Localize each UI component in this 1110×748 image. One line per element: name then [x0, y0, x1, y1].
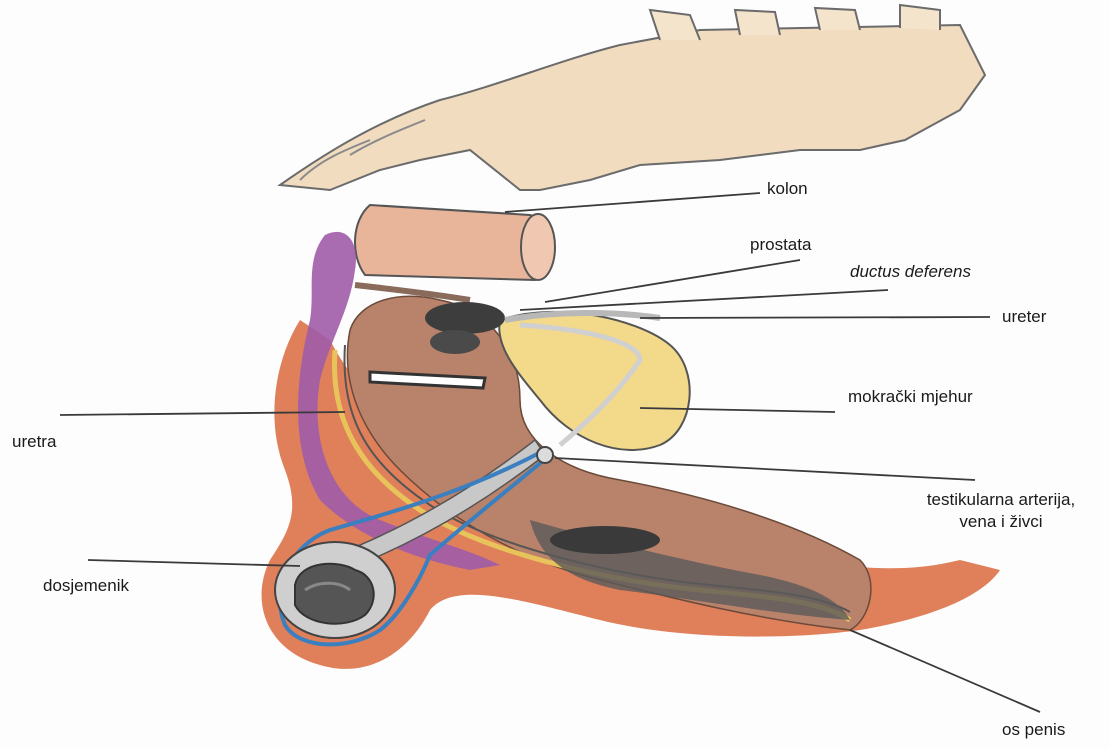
label-uretra: uretra: [12, 431, 56, 453]
label-kolon: kolon: [767, 178, 808, 200]
label-os-penis: os penis: [1002, 719, 1065, 741]
label-testikularna-line1: testikularna arterija,: [896, 489, 1106, 511]
label-mokracni-mjehur: mokrački mjehur: [848, 386, 973, 408]
vertebral-column: [280, 5, 985, 190]
testis: [275, 542, 395, 638]
label-dosjemenik: dosjemenik: [43, 575, 129, 597]
colon: [355, 205, 555, 300]
cord-knot: [537, 447, 553, 463]
label-testikularna-line2: vena i živci: [896, 511, 1106, 533]
label-prostata: prostata: [750, 234, 811, 256]
label-testikularna: testikularna arterija, vena i živci: [896, 489, 1106, 533]
label-ductus-deferens: ductus deferens: [850, 261, 971, 283]
label-ureter: ureter: [1002, 306, 1046, 328]
